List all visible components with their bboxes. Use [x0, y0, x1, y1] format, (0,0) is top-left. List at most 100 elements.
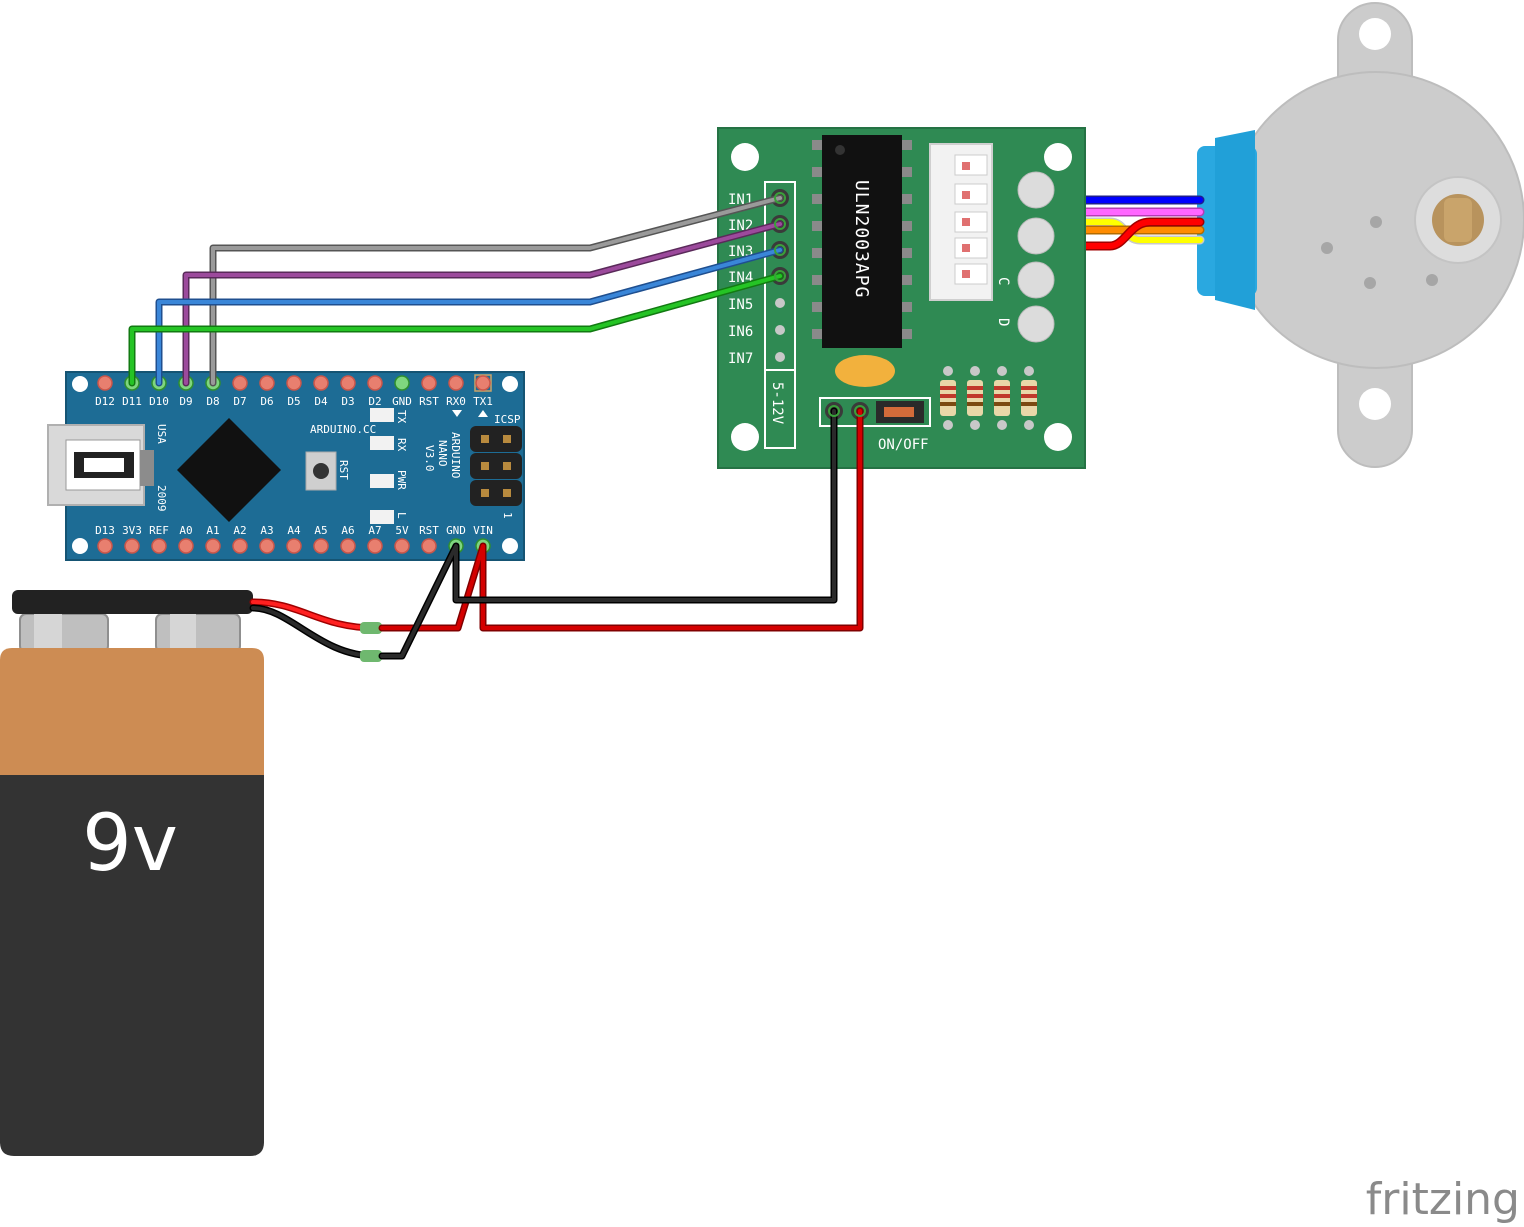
led-b [1017, 217, 1055, 255]
top-pin-label-d10: D10 [149, 395, 169, 408]
board-name-line2: NANO [436, 440, 449, 467]
usb-connector [47, 424, 154, 506]
bottom-pin-label-ref: REF [149, 524, 169, 537]
site-label: ARDUINO.CC [310, 423, 376, 436]
connection-markers [774, 192, 866, 417]
bottom-pin-pad-a7[interactable] [367, 538, 383, 554]
led-l [370, 510, 394, 524]
bottom-pin-label-a1: A1 [206, 524, 219, 537]
battery-voltage-label: 9v [82, 799, 178, 889]
input-label-6: IN6 [728, 324, 753, 340]
bottom-pin-pad-d13[interactable] [97, 538, 113, 554]
led-pwr [370, 474, 394, 488]
led-d [1017, 305, 1055, 343]
top-pin-pad-d5[interactable] [286, 375, 302, 391]
led-rx [370, 436, 394, 450]
microcontroller [177, 418, 281, 522]
bottom-pin-label-a0: A0 [179, 524, 192, 537]
bottom-pin-label-a4: A4 [287, 524, 301, 537]
bottom-pin-pad-a1[interactable] [205, 538, 221, 554]
board-name-line1: ARDUINO [449, 432, 462, 478]
top-pin-pad-d7[interactable] [232, 375, 248, 391]
led-rx-label: RX [395, 438, 408, 452]
fritzing-watermark: fritzing [1366, 1174, 1520, 1225]
driver-board: IN1 IN2 IN3 IN4 IN5 IN6 IN7 5-12V ULN200… [717, 127, 1086, 469]
top-pin-label-tx1: TX1 [473, 395, 493, 408]
rst-button-label: RST [337, 460, 350, 480]
bottom-pin-label-a7: A7 [368, 524, 381, 537]
top-pin-label-d4: D4 [314, 395, 328, 408]
top-pin-pad-rst[interactable] [421, 375, 437, 391]
bottom-pin-pad-5v[interactable] [394, 538, 410, 554]
led-label-d: D [995, 318, 1011, 326]
led-a [1017, 171, 1055, 209]
top-pin-label-d9: D9 [179, 395, 192, 408]
led-tx-label: TX [395, 410, 408, 424]
bottom-pin-label-rst: RST [419, 524, 439, 537]
input-label-5: IN5 [728, 297, 753, 313]
board-name-line3: V3.0 [423, 445, 436, 472]
bottom-pin-pad-rst[interactable] [421, 538, 437, 554]
top-pin-label-d7: D7 [233, 395, 246, 408]
chip-label: ULN2003APG [851, 180, 872, 298]
top-pin-label-d3: D3 [341, 395, 354, 408]
top-pin-label-d5: D5 [287, 395, 300, 408]
top-pin-pad-d3[interactable] [340, 375, 356, 391]
led-l-label: L [395, 512, 408, 519]
bottom-pin-pad-3v3[interactable] [124, 538, 140, 554]
year-label: 2009 [155, 485, 168, 512]
bottom-pin-label-vin: VIN [473, 524, 493, 537]
bottom-pin-pad-a3[interactable] [259, 538, 275, 554]
battery-9v: 9v [0, 590, 264, 1156]
bottom-pin-pad-a6[interactable] [340, 538, 356, 554]
top-pin-pad-d4[interactable] [313, 375, 329, 391]
led-pwr-label: PWR [395, 470, 408, 490]
led-c [1017, 261, 1055, 299]
top-pin-pad-tx1[interactable] [475, 375, 491, 391]
power-wires [249, 407, 864, 662]
resistors [940, 366, 1037, 430]
battery-snap [12, 590, 253, 614]
top-pin-label-rx0: RX0 [446, 395, 466, 408]
bottom-pin-label-a5: A5 [314, 524, 327, 537]
voltage-label: 5-12V [769, 382, 785, 425]
top-pin-label-d8: D8 [206, 395, 219, 408]
top-pin-pad-rx0[interactable] [448, 375, 464, 391]
top-pin-label-d6: D6 [260, 395, 273, 408]
icsp-pin1-label: 1 [501, 512, 514, 519]
top-pin-pad-gnd[interactable] [394, 375, 410, 391]
bottom-pin-pad-a0[interactable] [178, 538, 194, 554]
top-pin-pad-d2[interactable] [367, 375, 383, 391]
bottom-pin-pad-a5[interactable] [313, 538, 329, 554]
top-pin-label-d12: D12 [95, 395, 115, 408]
bottom-pin-pad-ref[interactable] [151, 538, 167, 554]
stepper-motor [1197, 2, 1524, 468]
bottom-pin-label-d13: D13 [95, 524, 115, 537]
signal-wires [128, 194, 784, 387]
bottom-pin-label-a6: A6 [341, 524, 354, 537]
led-label-c: C [995, 277, 1011, 285]
input-label-7: IN7 [728, 351, 753, 367]
icsp-header [470, 426, 522, 506]
bottom-pin-label-gnd: GND [446, 524, 466, 537]
top-pin-label-d11: D11 [122, 395, 142, 408]
usa-label: USA [155, 424, 168, 444]
top-pin-label-gnd: GND [392, 395, 412, 408]
bottom-pin-label-a3: A3 [260, 524, 273, 537]
icsp-label: ICSP [494, 413, 521, 426]
bottom-pin-pad-a4[interactable] [286, 538, 302, 554]
uln2003-chip: ULN2003APG [812, 135, 912, 348]
top-pin-label-rst: RST [419, 395, 439, 408]
top-pin-pad-d12[interactable] [97, 375, 113, 391]
switch-label: ON/OFF [878, 437, 929, 453]
bottom-pin-pad-a2[interactable] [232, 538, 248, 554]
arduino-nano: USA 2009 RST ARDUINO.CC TX RX PWR L ARDU… [47, 371, 525, 561]
bottom-pin-label-3v3: 3V3 [122, 524, 142, 537]
led-tx [370, 408, 394, 422]
top-pin-pad-d6[interactable] [259, 375, 275, 391]
capacitor [835, 355, 895, 387]
top-pin-pad-square-marker [474, 374, 492, 392]
bottom-pin-label-a2: A2 [233, 524, 246, 537]
